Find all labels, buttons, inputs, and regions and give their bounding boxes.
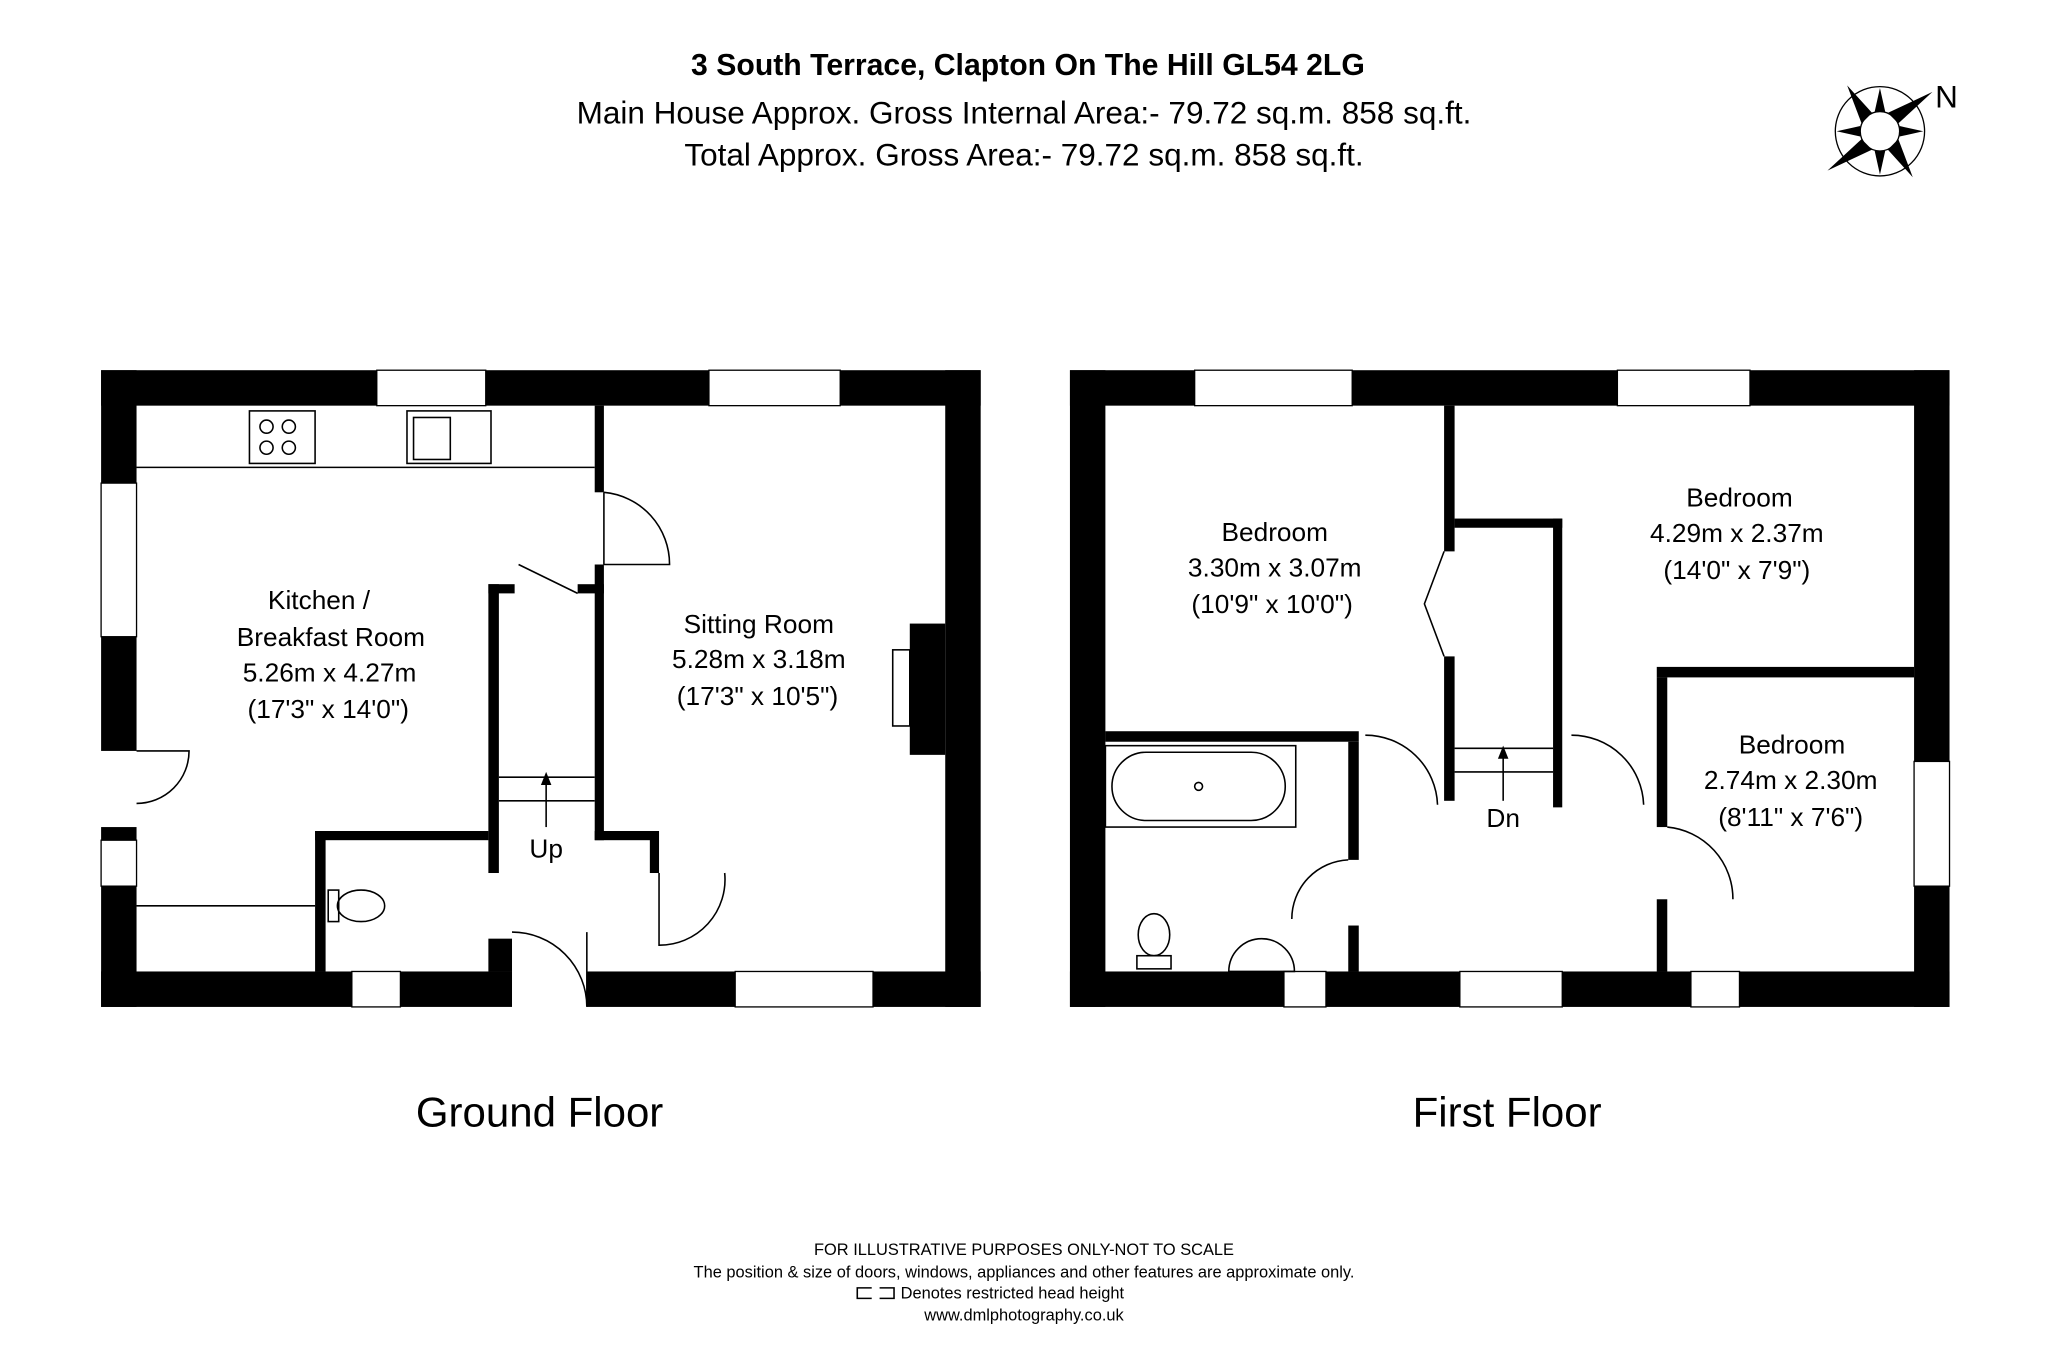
total-area-text: Total Approx. Gross Area:- 79.72 sq.m. 8…	[684, 136, 1363, 172]
bedroom-3-name: Bedroom	[1739, 730, 1846, 760]
website-text: www.dmlphotography.co.uk	[923, 1307, 1124, 1325]
kitchen-name-line1: Kitchen /	[268, 585, 371, 615]
property-title: 3 South Terrace, Clapton On The Hill GL5…	[691, 49, 1365, 82]
bedroom-1-name: Bedroom	[1221, 517, 1328, 547]
approximation-note: The position & size of doors, windows, a…	[694, 1263, 1355, 1281]
sitting-room-dimensions-metric: 5.28m x 3.18m	[672, 644, 846, 674]
legend-text: Denotes restricted head height	[901, 1284, 1125, 1302]
kitchen-dimensions-imperial: (17'3" x 14'0")	[247, 694, 408, 724]
bedroom-3-dimensions-metric: 2.74m x 2.30m	[1704, 765, 1878, 795]
bedroom-1-dimensions-metric: 3.30m x 3.07m	[1188, 552, 1362, 582]
sitting-room-dimensions-imperial: (17'3" x 10'5")	[677, 681, 838, 711]
ground-stairs-label: Up	[529, 833, 563, 863]
first-floor-label: First Floor	[1413, 1088, 1602, 1135]
bedroom-2-dimensions-metric: 4.29m x 2.37m	[1650, 518, 1824, 548]
first-floor-plan	[1069, 369, 1951, 1008]
kitchen-name-line2: Breakfast Room	[237, 622, 425, 652]
disclaimer-text: FOR ILLUSTRATIVE PURPOSES ONLY-NOT TO SC…	[814, 1241, 1234, 1259]
sitting-room-name: Sitting Room	[684, 609, 834, 639]
bedroom-1-dimensions-imperial: (10'9" x 10'0")	[1191, 589, 1352, 619]
compass-icon	[1827, 85, 1933, 178]
compass-north-label: N	[1935, 79, 1958, 115]
ground-floor-label: Ground Floor	[416, 1088, 663, 1135]
first-stairs-label: Dn	[1486, 803, 1520, 833]
ground-floor-plan	[100, 369, 981, 1008]
kitchen-dimensions-metric: 5.26m x 4.27m	[243, 657, 417, 687]
bedroom-3-dimensions-imperial: (8'11" x 7'6")	[1718, 802, 1863, 832]
restricted-height-legend-icon	[856, 1287, 895, 1300]
bedroom-2-dimensions-imperial: (14'0" x 7'9")	[1663, 555, 1810, 585]
main-area-text: Main House Approx. Gross Internal Area:-…	[577, 94, 1472, 130]
bedroom-2-name: Bedroom	[1686, 483, 1793, 513]
